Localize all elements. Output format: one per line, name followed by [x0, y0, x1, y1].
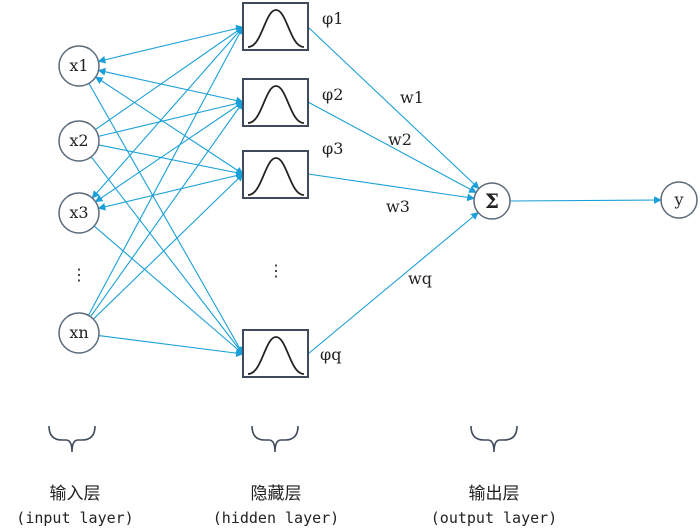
hidden-unit-label: φq [320, 345, 341, 364]
sigma-icon: Σ [485, 189, 499, 213]
hidden-layer: φ1 φ2 φ3 ⋮ φq [242, 2, 343, 378]
edge-input-hidden [90, 156, 244, 355]
output-node-y: y [660, 181, 698, 219]
edge-input-hidden [98, 334, 244, 357]
gaussian-curve-icon [247, 85, 305, 124]
edge-hidden-sum [307, 26, 480, 190]
weight-label-w2: w2 [388, 130, 412, 149]
input-node-x3: x3 [58, 192, 100, 234]
output-node-label: y [673, 190, 683, 209]
layer-caption-hidden-cn: 隐藏层 [251, 484, 302, 504]
edge-input-hidden [94, 101, 244, 203]
layer-caption-input-cn: 输入层 [50, 484, 101, 504]
edge-input-hidden [97, 24, 244, 64]
layer-caption-output-en: (output layer) [431, 509, 557, 527]
gaussian-curve-icon [247, 336, 305, 375]
edge-input-hidden [88, 83, 244, 355]
hidden-ellipsis: ⋮ [268, 261, 284, 280]
connection-lines [87, 24, 662, 357]
edge-input-hidden [91, 26, 244, 199]
edge-input-hidden [97, 171, 244, 211]
edge-input-hidden [87, 26, 244, 316]
input-node-label: x1 [69, 56, 88, 75]
hidden-unit-2: φ2 [242, 78, 343, 127]
input-node-xn: xn [58, 312, 100, 354]
edge-input-hidden [92, 173, 244, 320]
layer-caption-output-cn: 输出层 [469, 484, 520, 504]
edge-input-hidden [97, 68, 244, 105]
weight-label-w3: w3 [386, 197, 410, 216]
edge-input-hidden [90, 101, 244, 318]
brace-icon [470, 425, 518, 453]
edge-hidden-sum [307, 212, 479, 355]
sum-node: Σ [473, 182, 511, 220]
weight-label-w1: w1 [400, 88, 424, 107]
input-node-label: x2 [69, 131, 88, 150]
gaussian-curve-icon [247, 9, 305, 48]
input-node-label: xn [69, 323, 88, 342]
edge-hidden-sum [307, 101, 477, 193]
edge-hidden-sum [307, 173, 475, 202]
brace-icon [251, 425, 299, 453]
layer-braces [48, 425, 518, 453]
hidden-unit-1: φ1 [242, 2, 343, 51]
hidden-unit-q: φq [242, 329, 341, 378]
input-node-x2: x2 [58, 120, 100, 162]
layer-caption-input-en: (input layer) [16, 509, 133, 527]
edge-input-hidden [98, 99, 244, 137]
hidden-unit-label: φ3 [322, 139, 343, 158]
edge-input-hidden [95, 26, 244, 131]
hidden-unit-3: φ3 [242, 139, 343, 199]
input-layer: x1 x2 x3 ⋮ xn [58, 45, 100, 354]
layer-caption-hidden-en: (hidden layer) [213, 509, 339, 527]
gaussian-curve-icon [247, 157, 305, 196]
input-ellipsis: ⋮ [71, 265, 87, 284]
edge-sum-output [509, 196, 662, 204]
weight-label-wq: wq [408, 269, 432, 288]
input-node-x1: x1 [58, 45, 100, 87]
input-node-label: x3 [69, 203, 88, 222]
edge-input-hidden [93, 225, 244, 355]
brace-icon [48, 425, 96, 453]
hidden-unit-label: φ1 [322, 9, 343, 28]
hidden-unit-label: φ2 [322, 85, 343, 104]
